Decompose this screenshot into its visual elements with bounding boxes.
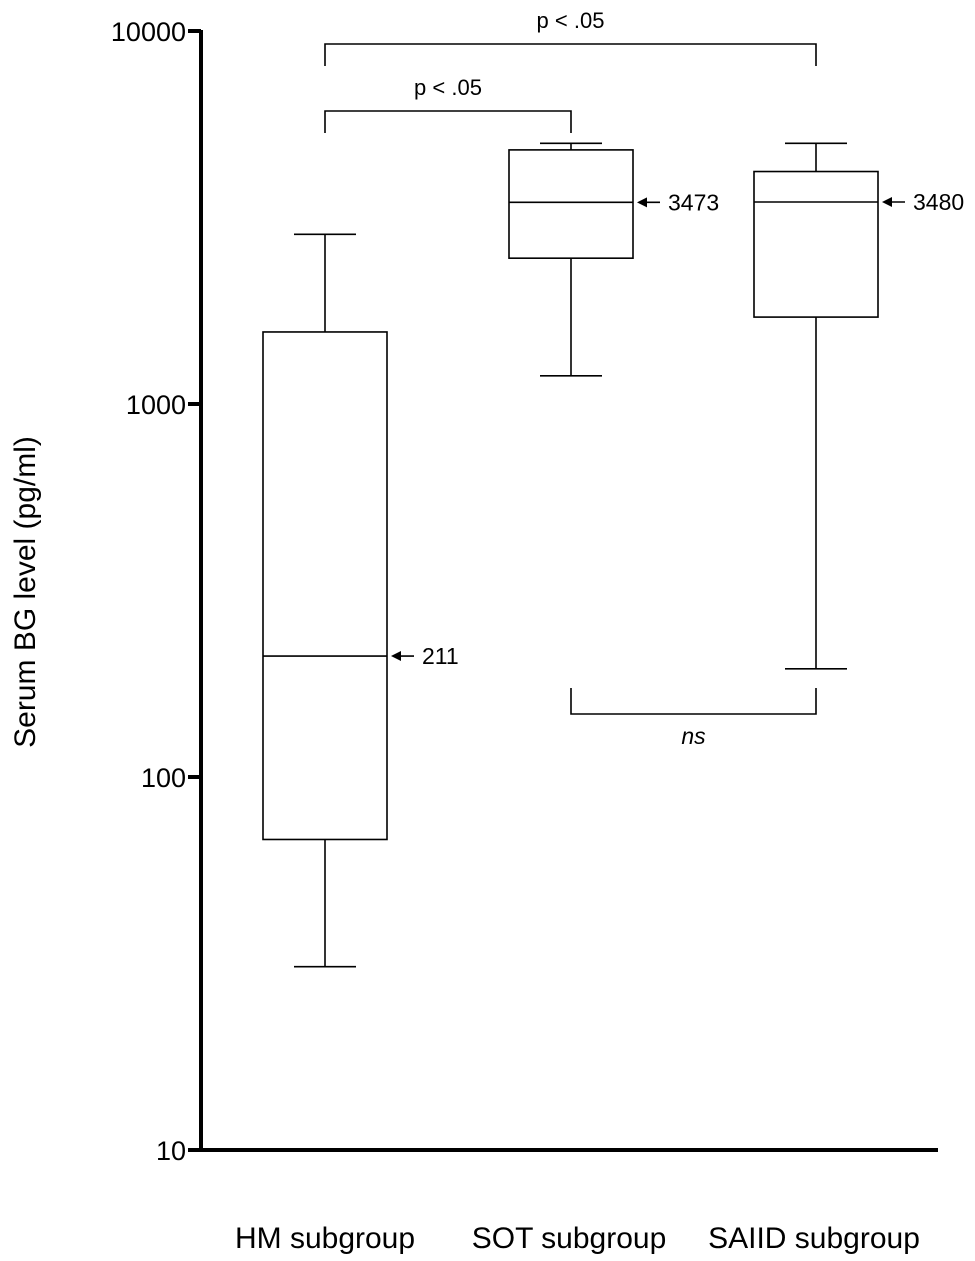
median-arrow-head bbox=[391, 651, 401, 662]
category-labels: HM subgroup SOT subgroup SAIID subgroup bbox=[235, 1222, 920, 1255]
median-arrow-head bbox=[637, 197, 647, 208]
y-tick-label: 10 bbox=[156, 1136, 186, 1166]
boxes: 211 3473 3480 bbox=[262, 142, 964, 968]
x-category-label: SOT subgroup bbox=[472, 1222, 667, 1255]
iqr-box bbox=[753, 170, 879, 318]
iqr-box bbox=[508, 149, 634, 259]
p-value-label: p < .05 bbox=[537, 8, 605, 33]
y-tick-label: 100 bbox=[141, 763, 186, 793]
bracket-line bbox=[570, 688, 817, 715]
y-ticks: 10 100 1000 10000 bbox=[111, 17, 201, 1166]
comparison-bracket: ns bbox=[570, 688, 817, 749]
x-category-label: HM subgroup bbox=[235, 1222, 415, 1255]
y-axis-label: Serum BG level (pg/ml) bbox=[9, 436, 42, 748]
median-label: 3480 bbox=[913, 189, 964, 215]
box-1: 3473 bbox=[508, 142, 719, 377]
significance-brackets: p < .05 p < .05 ns bbox=[324, 8, 817, 749]
median-label: 3473 bbox=[668, 189, 719, 215]
p-value-label: p < .05 bbox=[414, 75, 482, 100]
median-arrow-head bbox=[882, 196, 892, 207]
x-category-label: SAIID subgroup bbox=[708, 1222, 920, 1255]
box-2: 3480 bbox=[753, 142, 964, 670]
bracket-line bbox=[324, 110, 572, 133]
box-0: 211 bbox=[262, 233, 459, 968]
comparison-bracket: p < .05 bbox=[324, 8, 817, 66]
comparison-bracket: p < .05 bbox=[324, 75, 572, 133]
bracket-line bbox=[324, 43, 817, 66]
y-tick-label: 1000 bbox=[126, 390, 186, 420]
ns-label: ns bbox=[681, 723, 706, 749]
median-label: 211 bbox=[422, 643, 459, 669]
y-tick-label: 10000 bbox=[111, 17, 186, 47]
iqr-box bbox=[262, 331, 388, 841]
